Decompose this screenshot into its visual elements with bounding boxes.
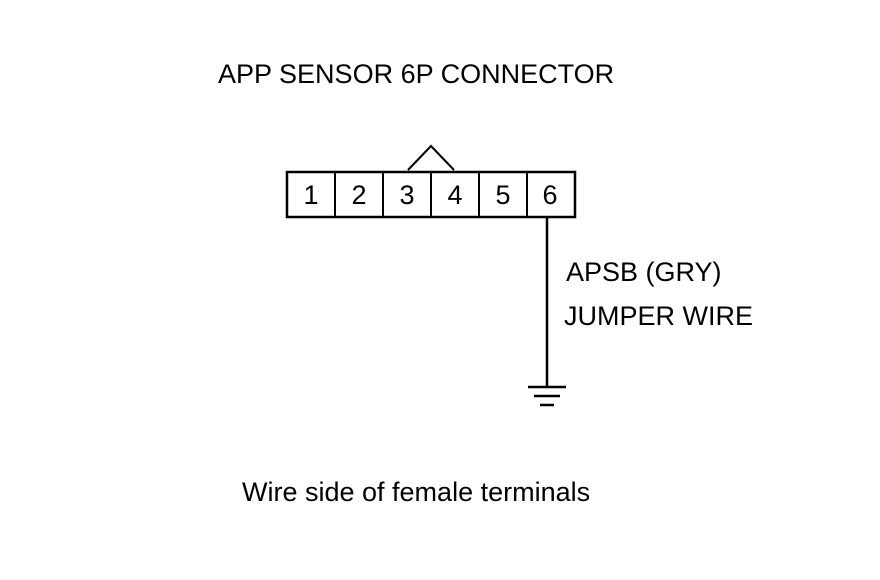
wire-color-label: APSB (GRY) — [566, 257, 722, 287]
pin-1-label: 1 — [303, 180, 318, 210]
pin-5-label: 5 — [495, 180, 510, 210]
diagram-title: APP SENSOR 6P CONNECTOR — [218, 59, 615, 89]
ground-icon — [528, 385, 566, 407]
diagram-caption: Wire side of female terminals — [242, 477, 591, 507]
jumper-wire-label: JUMPER WIRE — [564, 301, 753, 331]
pin-4-label: 4 — [447, 180, 462, 210]
pin-2-label: 2 — [351, 180, 366, 210]
locking-tab — [407, 144, 455, 171]
pin-3-label: 3 — [399, 180, 414, 210]
pin-6-label: 6 — [542, 180, 557, 210]
